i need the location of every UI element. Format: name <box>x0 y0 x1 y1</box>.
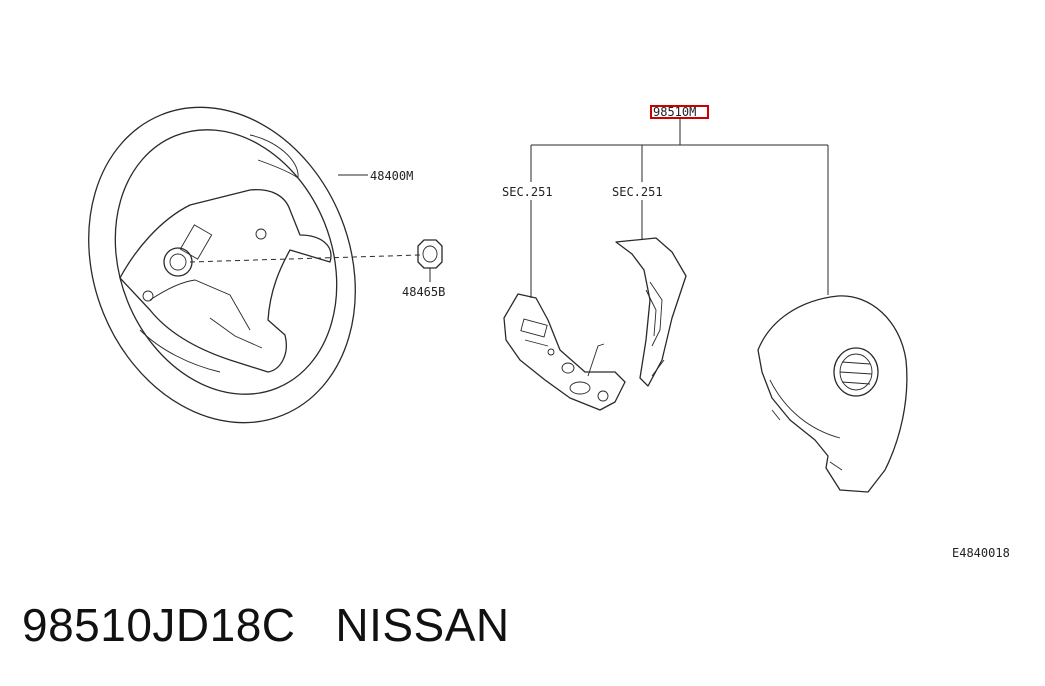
label-drawing-code: E4840018 <box>952 546 1010 560</box>
left-switch-drawing <box>503 293 626 411</box>
nut-drawing <box>417 239 443 282</box>
right-switch-drawing <box>615 237 687 387</box>
bracket-leader <box>530 118 829 298</box>
label-48400M: 48400M <box>370 169 413 183</box>
label-48465B: 48465B <box>402 285 445 299</box>
steering-wheel-drawing <box>88 106 421 424</box>
caption-part-number: 98510JD18C <box>22 599 296 651</box>
caption-bar: 98510JD18C NISSAN <box>22 598 510 652</box>
label-sec-251-left: SEC.251 <box>502 185 553 199</box>
label-sec-251-right: SEC.251 <box>612 185 663 199</box>
caption-brand: NISSAN <box>335 599 510 651</box>
airbag-module-drawing <box>757 295 908 493</box>
parts-diagram: 48400M 48465B 98510M SEC.251 SEC.251 <box>88 105 1010 560</box>
label-98510M[interactable]: 98510M <box>653 105 696 119</box>
